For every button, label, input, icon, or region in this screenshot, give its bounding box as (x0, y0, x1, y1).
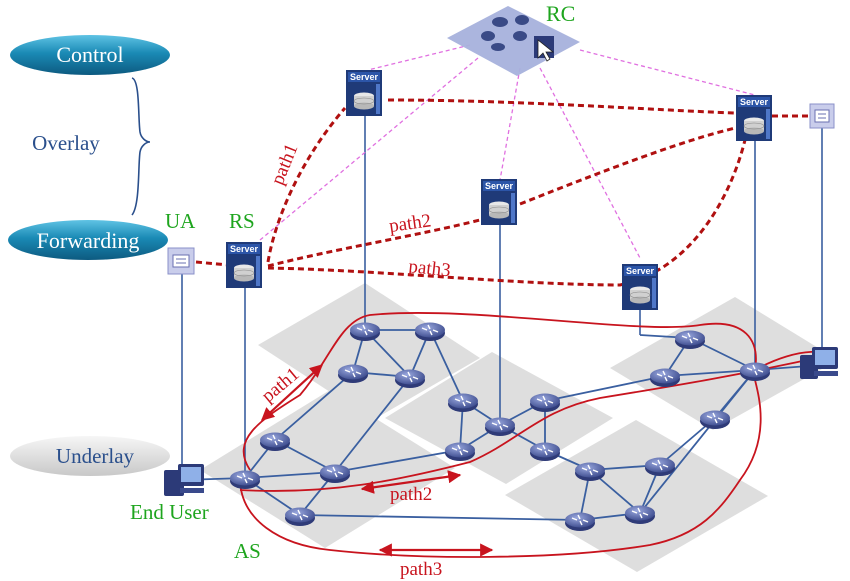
router-icon (650, 368, 680, 387)
router-icon (338, 364, 368, 383)
overlay-brace (131, 77, 151, 216)
end-user-label: End User (130, 500, 209, 524)
router-icon (260, 432, 290, 451)
router-icon (575, 462, 605, 481)
underlay-path2-label: path2 (390, 484, 432, 505)
as-plane (258, 283, 480, 420)
cursor-icon (537, 39, 555, 62)
rc-label: RC (546, 1, 575, 26)
server: Server (481, 179, 517, 225)
router-icon (448, 393, 478, 412)
control-label: Control (56, 42, 123, 67)
as-label: AS (234, 539, 261, 563)
as-plane (505, 420, 768, 572)
overlay-paths (195, 98, 810, 287)
remote-user-pc-icon (800, 347, 838, 379)
rs-label: RS (229, 209, 255, 233)
overlay-path-top (387, 98, 736, 115)
overlay-path2-route (267, 125, 741, 268)
server: Server (226, 242, 262, 288)
router-icon (285, 507, 315, 526)
rc-controller (447, 6, 580, 76)
overlay-label: Overlay (32, 131, 100, 155)
overlay-path3-label: path3 (407, 256, 451, 281)
server-label: Server (740, 97, 769, 107)
router-icon (740, 362, 770, 381)
router-icon (565, 512, 595, 531)
underlay-pill (10, 436, 170, 476)
server: Server (736, 95, 772, 141)
end-user-pc-icon (164, 464, 204, 496)
server-group: Server Server Server Server (226, 70, 772, 310)
control-links (259, 44, 756, 259)
router-icon (530, 442, 560, 461)
router-icon (530, 393, 560, 412)
router-icon (645, 457, 675, 476)
path1-arrow (261, 364, 323, 421)
as-plane (610, 297, 838, 430)
router-icon (395, 369, 425, 388)
router-icon (675, 330, 705, 349)
router-icon (415, 322, 445, 341)
server: Server (622, 264, 658, 310)
underlay-label: Underlay (56, 444, 135, 468)
router-icon (320, 464, 350, 483)
ua-device (167, 247, 195, 275)
router-icon (700, 410, 730, 429)
path2-arrow (360, 470, 462, 494)
router-group (230, 322, 770, 531)
server-label: Server (230, 244, 259, 254)
server: Server (346, 70, 382, 116)
forwarding-label: Forwarding (37, 228, 140, 253)
router-icon (485, 417, 515, 436)
router-icon (625, 505, 655, 524)
control-pill (10, 35, 170, 75)
layer-legend: Control Overlay Forwarding Underlay (8, 35, 170, 476)
overlay-path3-route (267, 139, 747, 287)
server-label: Server (626, 266, 655, 276)
router-icon (445, 442, 475, 461)
router-icon (230, 470, 260, 489)
underlay-path-arrows (261, 364, 494, 557)
overlay-path1-label: path1 (267, 141, 302, 188)
underlay-path3-route (239, 379, 762, 558)
underlay-path3-label: path3 (400, 559, 442, 580)
router-icon (350, 322, 380, 341)
underlay-path2-route (239, 354, 831, 492)
underlay-planes (200, 283, 838, 572)
forwarding-pill (8, 220, 168, 260)
server-label: Server (485, 181, 514, 191)
ua-label: UA (165, 209, 196, 233)
server-label: Server (350, 72, 379, 82)
ua-device-remote (809, 103, 835, 129)
